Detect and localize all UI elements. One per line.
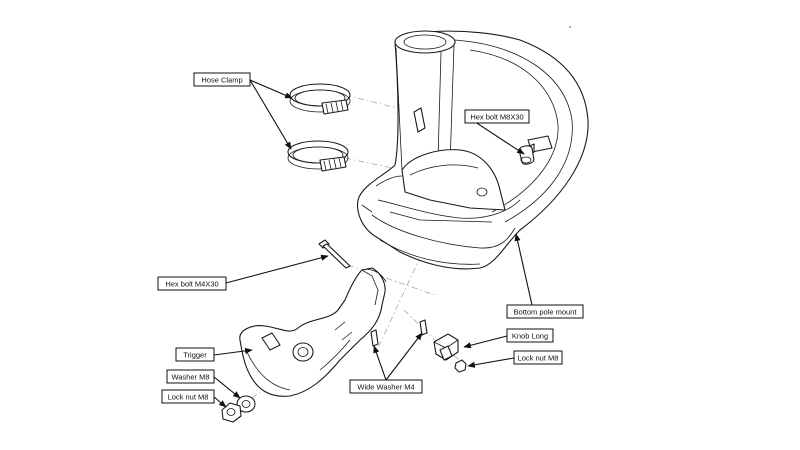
callout-bottom-pole-mount: Bottom pole mount	[506, 304, 584, 319]
hose-clamp-upper-part	[289, 83, 351, 115]
callout-lock-nut-m8-right-text: Lock nut M8	[518, 354, 559, 363]
callout-knob-long-text: Knob Long	[512, 332, 548, 341]
hex-bolt-m4x30-part	[318, 239, 351, 269]
trigger-part	[239, 267, 387, 397]
washer-m8-part	[236, 395, 256, 413]
callout-lock-nut-m8-right: Lock nut M8	[513, 350, 563, 365]
callout-knob-long: Knob Long	[506, 328, 554, 343]
corner-dot	[569, 26, 571, 28]
callout-hex-bolt-m8x30-text: Hex bolt M8X30	[470, 113, 523, 122]
callout-washer-m8-text: Washer M8	[171, 373, 209, 382]
callout-lock-nut-m8-left: Lock nut M8	[161, 389, 215, 404]
knob-long-part	[433, 333, 459, 361]
wide-washer-m4-right-part	[419, 319, 428, 336]
hex-bolt-m8x30-part	[518, 135, 553, 165]
callout-wide-washer-m4-text: Wide Washer M4	[357, 383, 414, 392]
callout-hose-clamp-text: Hose Clamp	[201, 76, 242, 85]
lock-nut-m8-right-part	[454, 359, 467, 373]
leader-lines	[213, 79, 533, 408]
bottom-pole-mount-part	[356, 30, 589, 270]
callout-wide-washer-m4: Wide Washer M4	[349, 379, 423, 394]
callout-hex-bolt-m4x30-text: Hex bolt M4X30	[165, 280, 218, 289]
wide-washer-m4-left-part	[370, 329, 379, 347]
callout-washer-m8: Washer M8	[166, 369, 215, 384]
callout-trigger: Trigger	[175, 347, 215, 362]
callout-bottom-pole-mount-text: Bottom pole mount	[514, 308, 578, 317]
hose-clamp-lower-part	[287, 140, 349, 172]
callout-hex-bolt-m4x30: Hex bolt M4X30	[157, 276, 227, 291]
callout-lock-nut-m8-left-text: Lock nut M8	[168, 393, 209, 402]
callout-hex-bolt-m8x30: Hex bolt M8X30	[464, 109, 530, 124]
callout-hose-clamp: Hose Clamp	[193, 72, 251, 87]
lock-nut-m8-left-part	[221, 402, 242, 423]
callout-trigger-text: Trigger	[183, 351, 207, 360]
